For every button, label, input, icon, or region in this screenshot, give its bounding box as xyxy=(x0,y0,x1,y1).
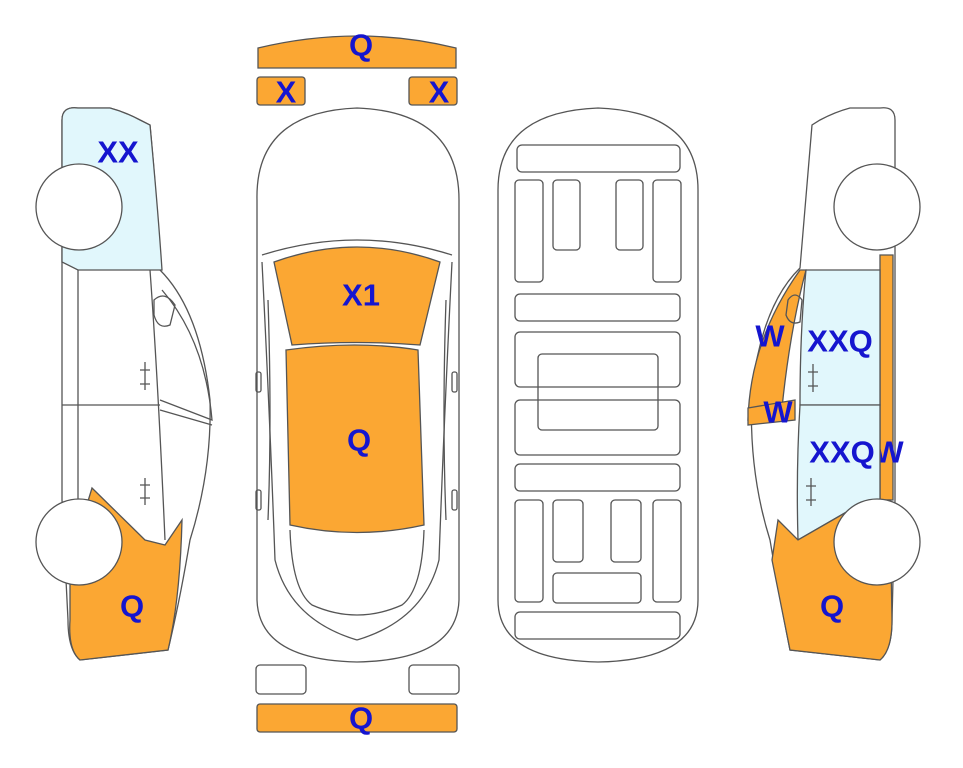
left-inner-line xyxy=(267,299,271,521)
right-inner-line xyxy=(443,299,447,521)
underside-panel xyxy=(514,331,681,388)
right-mirror xyxy=(785,294,803,324)
top-view: Q X X X1 Q Q xyxy=(255,28,460,736)
windshield-part[interactable] xyxy=(273,246,441,346)
underside-panel xyxy=(652,499,682,603)
rear-window-line xyxy=(289,529,425,616)
underside-panel xyxy=(516,144,681,173)
underside-panel xyxy=(514,293,681,322)
left-rear-window-label: XX xyxy=(97,135,139,170)
underside-view xyxy=(497,107,699,663)
left-pillar-line xyxy=(159,289,213,421)
underside-panel xyxy=(552,179,581,251)
right-door-handle xyxy=(808,364,818,392)
left-front-section-label: Q xyxy=(120,589,144,624)
headlight-left-label: X xyxy=(276,75,297,110)
headlight-right-part[interactable] xyxy=(408,76,458,106)
left-window-line xyxy=(159,409,213,426)
mirror-right xyxy=(451,371,458,393)
left-mirror xyxy=(153,295,176,327)
right-rear-wheel xyxy=(833,163,921,251)
underside-center-panel xyxy=(537,353,659,431)
underside-panel xyxy=(610,499,642,563)
left-front-wheel xyxy=(35,498,123,586)
headlight-left-part[interactable] xyxy=(256,76,306,106)
underside-panel xyxy=(514,611,681,640)
left-door-line xyxy=(149,269,166,541)
underside-panel xyxy=(552,572,642,604)
underside-panel xyxy=(514,463,681,492)
underside-panel xyxy=(552,499,584,563)
windshield-label: X1 xyxy=(342,278,380,313)
left-side-line xyxy=(261,261,358,641)
front-bumper-label: Q xyxy=(349,28,373,63)
top-body-outline xyxy=(256,107,460,663)
rear-bumper-label: Q xyxy=(349,701,373,736)
roof-part[interactable] xyxy=(285,344,425,534)
headlight-right-label: X xyxy=(429,75,450,110)
left-door-handle xyxy=(140,478,150,505)
right-rear-window-label: XXQ xyxy=(807,324,872,359)
underside-panel xyxy=(514,179,544,283)
front-bumper-part[interactable] xyxy=(257,35,457,69)
right-side-line xyxy=(356,261,453,641)
left-side-view: XX Q xyxy=(35,107,213,661)
underside-panel xyxy=(615,179,644,251)
underside-panel xyxy=(514,399,681,456)
handle-right xyxy=(451,489,458,511)
right-front-section-label: Q xyxy=(820,589,844,624)
taillight-right xyxy=(408,664,460,695)
underside-panel xyxy=(514,499,544,603)
right-pillar-lower-label: W xyxy=(763,395,793,430)
underside-outline xyxy=(497,107,699,663)
right-side-view: W W W XXQ XXQ Q xyxy=(747,107,921,661)
roof-label: Q xyxy=(347,423,371,458)
right-door-handle xyxy=(806,478,816,506)
right-pillar-lower-part[interactable] xyxy=(747,399,796,426)
hood-line xyxy=(261,239,453,256)
handle-left xyxy=(255,489,262,511)
taillight-left xyxy=(255,664,307,695)
right-pillar-upper-label: W xyxy=(755,319,785,354)
underside-panel xyxy=(652,179,682,283)
left-door-handle xyxy=(140,362,150,390)
right-front-wheel xyxy=(833,498,921,586)
mirror-left xyxy=(255,371,262,393)
right-front-window-label: XXQ xyxy=(809,435,874,470)
left-rear-wheel xyxy=(35,163,123,251)
rear-bumper-part[interactable] xyxy=(256,703,458,733)
